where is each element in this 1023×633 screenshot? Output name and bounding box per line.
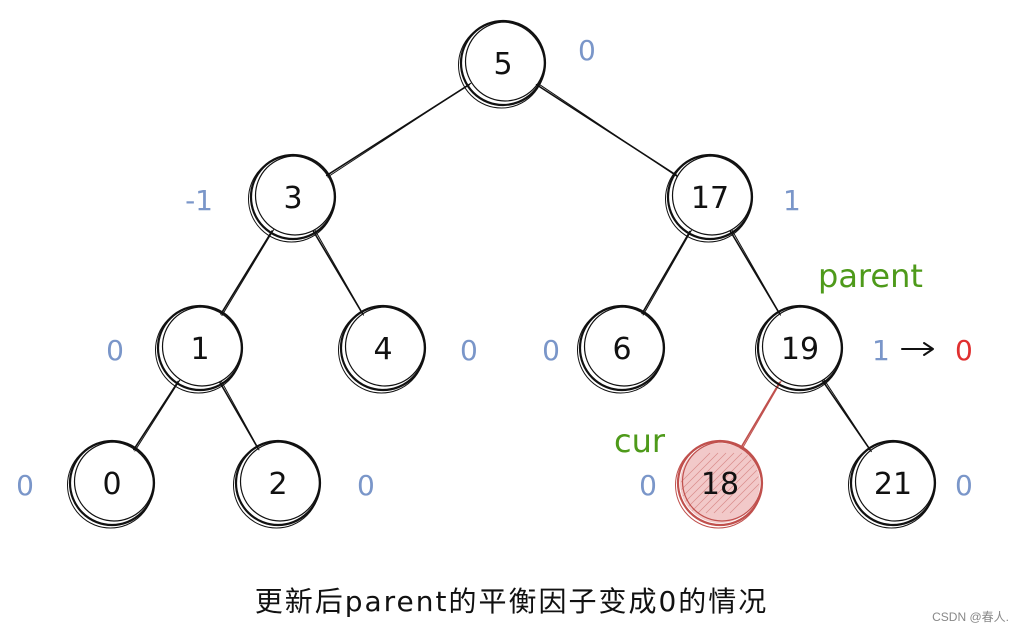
- hatch-line: [681, 452, 743, 514]
- tree-edge-n19-n18-sketch: [740, 380, 782, 451]
- tree-edge-n17-n19-sketch: [731, 229, 782, 316]
- balance-factor-3: -1: [185, 184, 213, 217]
- balance-factor-21: 0: [955, 469, 973, 502]
- node-label: 0: [102, 467, 121, 502]
- hatch-line: [681, 452, 719, 514]
- balance-factor-19: 1: [872, 334, 890, 367]
- parent-tag-label: parent: [818, 257, 923, 295]
- node-outline-sketch: [848, 441, 935, 529]
- tree-node-1: 1: [155, 304, 244, 394]
- tree-node-4: 4: [338, 304, 427, 394]
- tree-edge-n17-n6-sketch: [642, 229, 692, 316]
- node-outline-sketch: [67, 441, 154, 529]
- node-label: 17: [691, 181, 729, 216]
- cur-tag-label: cur: [614, 422, 666, 460]
- node-outline-sketch: [338, 306, 425, 394]
- node-label: 2: [268, 467, 287, 502]
- balance-factor-17: 1: [783, 184, 801, 217]
- hatch-line: [681, 452, 711, 514]
- hatch-line: [681, 452, 727, 514]
- balance-factors-layer: 0 -1 1 0 0 0 1 0 0 0 0: [16, 34, 973, 502]
- tree-edge-n19-n21-sketch: [823, 379, 872, 453]
- node-outline-sketch: [577, 306, 664, 394]
- node-label: 19: [781, 332, 819, 367]
- node-outline-sketch: [665, 155, 752, 243]
- tree-edge-n3-n4-sketch: [314, 229, 365, 316]
- tree-node-17: 17: [665, 153, 754, 243]
- tree-node-2: 2: [233, 439, 322, 529]
- tree-edge-n5-n17-sketch: [537, 83, 678, 178]
- tree-edge-n17-n6: [641, 230, 691, 315]
- watermark: CSDN @春人.: [932, 610, 1009, 624]
- bf-change-arrow-icon: [901, 342, 934, 356]
- tree-edge-n3-n1-sketch: [221, 229, 275, 316]
- tree-node-21: 21: [848, 439, 937, 529]
- node-outline-sketch: [155, 306, 242, 394]
- node-label: 4: [373, 332, 392, 367]
- nodes-layer: 5 3 17 1 4 6 19 0 2 18 21: [67, 19, 937, 529]
- diagram-caption: 更新后parent的平衡因子变成0的情况: [254, 585, 769, 618]
- node-outline-sketch: [248, 155, 335, 243]
- tree-edge-n3-n1: [220, 230, 273, 315]
- tree-node-5: 5: [458, 19, 547, 109]
- tree-node-6: 6: [577, 304, 666, 394]
- edges-layer: [133, 82, 872, 453]
- tree-node-19: 19: [755, 304, 844, 394]
- tree-edge-n1-n0-sketch: [134, 379, 181, 452]
- tree-node-3: 3: [248, 153, 337, 243]
- hatch-line: [729, 452, 759, 514]
- balance-factor-5: 0: [578, 34, 596, 67]
- node-label: 18: [701, 467, 739, 502]
- tree-edge-n19-n18: [739, 381, 781, 450]
- tree-edge-n1-n0: [133, 380, 179, 451]
- node-outline-sketch: [233, 441, 320, 529]
- node-outline-sketch: [458, 21, 545, 109]
- node-label: 6: [612, 332, 631, 367]
- hatch-line: [689, 452, 751, 514]
- hatch-line: [697, 452, 759, 514]
- node-outline-sketch: [675, 441, 762, 529]
- node-outline-sketch: [755, 306, 842, 394]
- balance-factor-6: 0: [542, 334, 560, 367]
- balance-factor-18: 0: [639, 469, 657, 502]
- tree-node-18: 18: [675, 439, 764, 529]
- node-label: 1: [190, 332, 209, 367]
- balance-factor-1: 0: [106, 334, 124, 367]
- balance-factor-2: 0: [357, 469, 375, 502]
- balance-factor-0: 0: [16, 469, 34, 502]
- hatch-line: [721, 452, 759, 514]
- node-label: 21: [874, 467, 912, 502]
- balance-factor-4: 0: [460, 334, 478, 367]
- tree-node-0: 0: [67, 439, 156, 529]
- updated-balance-factor: 0: [955, 334, 973, 367]
- tree-edge-n5-n3-sketch: [327, 82, 472, 178]
- node-label: 3: [283, 181, 302, 216]
- hatch-line: [713, 452, 759, 514]
- node-label: 5: [493, 47, 512, 82]
- tree-edge-n1-n2-sketch: [221, 380, 260, 451]
